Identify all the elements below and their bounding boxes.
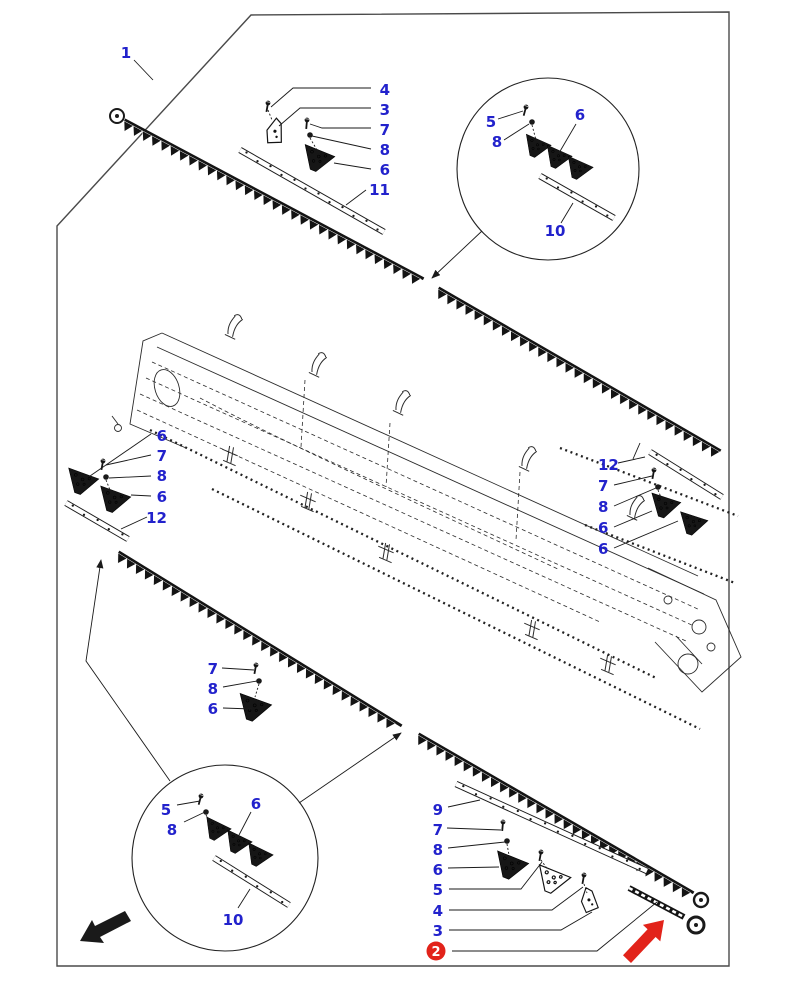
callout-top-8: 8 [380,141,390,159]
callout-top-3: 3 [380,101,390,119]
callout-br-6: 6 [433,861,443,879]
bolts-and-nuts [98,99,663,894]
detail-circle-top [456,77,640,261]
detail-bottom-pointer-left [85,559,171,782]
highlighted-callout-2-label: 2 [431,945,440,960]
callout-detailbottom-6: 6 [251,795,261,813]
direction-arrow [80,911,131,943]
callout-detailbottom-5: 5 [161,801,171,819]
callout-detailtop-5: 5 [486,113,496,131]
callout-br-8: 8 [433,841,443,859]
knife-back-bar-10-bottom [212,855,291,908]
callout-br-7: 7 [433,821,443,839]
leader-lines [89,87,679,952]
callout-right-8: 8 [598,498,608,516]
callout-top-11: 11 [369,181,390,199]
callout-right-12: 12 [598,456,619,474]
detail-bottom-pointer-right [298,732,402,804]
knife-back-bar-12-right [648,449,724,500]
knife-assembly-top [109,108,722,458]
callout-detailbottom-8: 8 [167,821,177,839]
callout-detailtop-8: 8 [492,133,502,151]
callout-assembly-1: 1 [121,44,131,62]
knife-back-bar-10-top [538,173,616,221]
callout-left-6b: 6 [157,488,167,506]
callout-br-5: 5 [433,881,443,899]
callout-center-7: 7 [208,660,218,678]
callout-right-6b: 6 [598,540,608,558]
knife-back-bar-11 [238,147,386,235]
callout-detailtop-6: 6 [575,106,585,124]
cutter-bar-frame-drawing [111,312,742,731]
callout-left-8: 8 [157,467,167,485]
callout-left-12: 12 [146,509,167,527]
highlighted-callout-2[interactable]: 2 [426,941,446,961]
callout-right-7: 7 [598,477,608,495]
drawing-frame [56,11,730,967]
callout-detailbottom-10: 10 [223,911,244,929]
callout-br-4: 4 [433,902,443,920]
callout-br-9: 9 [433,801,443,819]
highlight-arrow [623,920,664,963]
knife-assembly-bottom [117,550,710,909]
callout-center-8: 8 [208,680,218,698]
knife-head-part [627,885,706,935]
knife-back-bar-9 [454,781,649,874]
leader-frame-1 [133,59,154,81]
callout-center-6: 6 [208,700,218,718]
callout-top-7: 7 [380,121,390,139]
callout-top-4: 4 [380,81,390,99]
callout-labels: 1 4 3 7 8 6 11 5 8 6 10 6 7 8 6 12 12 7 … [121,44,619,940]
callout-br-3: 3 [433,922,443,940]
callout-left-6a: 6 [157,427,167,445]
callout-detailtop-10: 10 [545,222,566,240]
callout-left-7: 7 [157,447,167,465]
knife-back-bar-12-left [64,500,130,542]
detail-circle-bottom [131,764,319,952]
callout-right-6a: 6 [598,519,608,537]
detail-top-pointer [431,230,483,279]
callout-top-6: 6 [380,161,390,179]
